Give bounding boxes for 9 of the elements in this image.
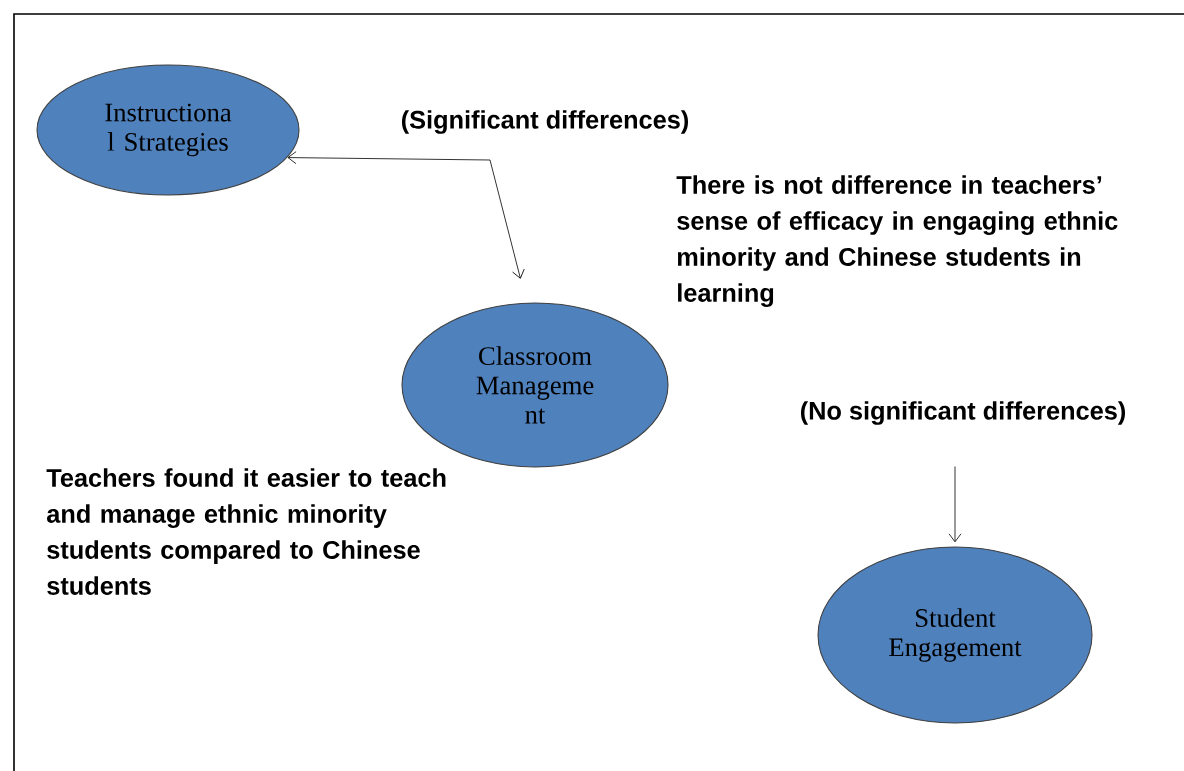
note-text: There is not difference in teachers’ sense of efficacy in engaging ethnic minority and Chinese students in learning [676, 175, 1118, 307]
edge-label: (No significant differences) [801, 401, 1125, 425]
ellipse-node: Classroom Manageme nt [401, 302, 669, 468]
edge-label: (Significant differences) [402, 110, 688, 134]
arrow [287, 151, 525, 279]
note-text: Teachers found it easier to teach and manage ethnic minority students compared to Chinese students [46, 468, 446, 595]
ellipse-node: Student Engagement [817, 546, 1093, 724]
ellipse-node: Instructiona l Strategies [36, 64, 300, 196]
arrow [948, 466, 962, 543]
